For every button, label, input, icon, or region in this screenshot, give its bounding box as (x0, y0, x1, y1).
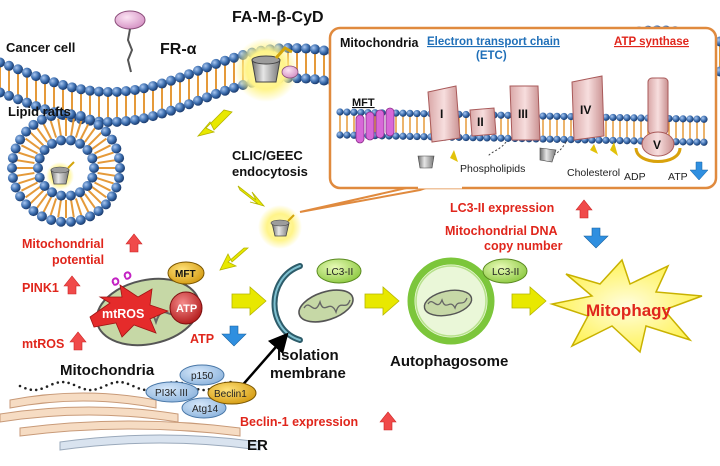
isolation-arrow (239, 332, 289, 389)
vesicle-cargo (46, 161, 75, 190)
atp-synthase-label: ATP synthase (614, 36, 689, 48)
clic-geec-label-line2: endocytosis (232, 164, 308, 179)
mitochondrial-potential-label-line2: potential (52, 253, 104, 267)
fa-m-beta-cyd-label: FA-M-β-CyD (232, 9, 324, 26)
pi3k-complex: p150 PI3K III Atg14 Beclin1 (145, 364, 257, 419)
cholesterol-label: Cholesterol (567, 167, 620, 179)
lc3ii-isolation-label: LC3-II (326, 267, 353, 278)
pink1-label: PINK1 (22, 281, 59, 295)
flow-arrow-2 (364, 286, 400, 316)
mitochondrial-potential-up-arrow (125, 233, 143, 253)
mitophagy-burst: Mitophagy (549, 258, 703, 354)
isolation-label-line1: Isolation (277, 347, 339, 364)
mito-dna-down-arrow (583, 227, 609, 249)
complex-i: I (427, 85, 461, 143)
complex-v-atp-synthase: V (641, 77, 675, 157)
autophagosome-label: Autophagosome (390, 353, 508, 370)
mft-channel (355, 107, 395, 144)
lc3ii-expression-label: LC3-II expression (450, 201, 554, 215)
complex-iii: III (509, 85, 541, 141)
complex-v-label: V (653, 138, 661, 152)
er-label: ER (247, 437, 268, 454)
phospholipids-label: Phospholipids (460, 163, 525, 175)
endoplasmic-reticulum (0, 380, 261, 451)
flow-arrow-into-cell (196, 109, 233, 137)
flow-arrow-3 (511, 286, 547, 316)
lc3ii-isolation-ball: LC3-II (316, 258, 362, 284)
beclin1-expression-up-arrow (379, 411, 397, 431)
complex-i-label: I (440, 107, 443, 121)
pink1-molecules (111, 271, 132, 286)
complex-iv-label: IV (580, 103, 591, 117)
fr-alpha-receptor (114, 10, 146, 73)
atp-down-label: ATP (190, 332, 214, 346)
lc3ii-autophagosome-ball: LC3-II (482, 258, 528, 284)
mtros-label: mtROS (22, 337, 64, 351)
adp-label: ADP (624, 171, 646, 183)
mft-ball-label: MFT (175, 269, 196, 280)
endocytic-vesicle (7, 109, 125, 227)
isolation-membrane (271, 263, 354, 343)
mtros-up-arrow (69, 331, 87, 351)
electron-flow (487, 141, 567, 159)
mito-dna-label-line2: copy number (484, 239, 563, 253)
inset-mft-label: MFT (352, 97, 375, 109)
lc3ii-autophagosome-label: LC3-II (492, 267, 519, 278)
inset-title: Mitochondria (340, 36, 420, 50)
mitochondria-label: Mitochondria (60, 362, 155, 379)
autophagosome (407, 257, 495, 345)
inset-atp-down-arrow (689, 161, 709, 181)
mitophagy-label: Mitophagy (586, 301, 672, 320)
complex-iv: IV (571, 75, 605, 141)
cancer-cell-label: Cancer cell (6, 40, 75, 55)
flow-arrows (196, 109, 547, 316)
etc-label-line2: (ETC) (476, 50, 507, 62)
flow-arrow-1 (231, 286, 267, 316)
mito-dna-label-line1: Mitochondrial DNA (445, 224, 558, 238)
mtros-burst-label: mtROS (102, 307, 144, 321)
etc-label-line1: Electron transport chain (427, 36, 560, 48)
fa-m-beta-cyd-molecule (234, 38, 299, 102)
pink1-up-arrow (63, 275, 81, 295)
flow-arrow-to-mitochondria (219, 247, 250, 271)
mitochondrial-potential-label-line1: Mitochondrial (22, 237, 104, 251)
p150-label: p150 (191, 371, 214, 382)
atp-down-arrow (221, 325, 247, 347)
complex-ii: II (469, 107, 497, 137)
clic-geec-label-line1: CLIC/GEEC (232, 148, 303, 163)
beclin1-label: Beclin1 (214, 389, 247, 400)
isolation-label-line2: membrane (270, 365, 346, 382)
beclin1-expression-label: Beclin-1 expression (240, 415, 358, 429)
pi3k-iii-label: PI3K III (155, 388, 188, 399)
fr-alpha-label: FR-α (160, 41, 197, 58)
released-lipids (417, 142, 618, 169)
mitochondria-inset: Mitochondria Electron transport chain (E… (299, 26, 718, 213)
lc3ii-expression-up-arrow (575, 199, 593, 219)
lipid-rafts-label: Lipid rafts (8, 104, 71, 119)
inset-atp-label: ATP (668, 171, 688, 183)
atp-ball-label: ATP (176, 303, 197, 315)
atp-ball: ATP (169, 291, 203, 325)
mft-ball: MFT (167, 261, 205, 285)
atp-synthesis-arc (634, 147, 682, 163)
atg14-label: Atg14 (192, 404, 219, 415)
complex-iii-label: III (518, 107, 528, 121)
flow-arrow-to-cargo (237, 185, 266, 207)
complex-ii-label: II (477, 115, 484, 129)
mtros-burst: mtROS (89, 284, 170, 338)
released-cargo (258, 205, 302, 249)
